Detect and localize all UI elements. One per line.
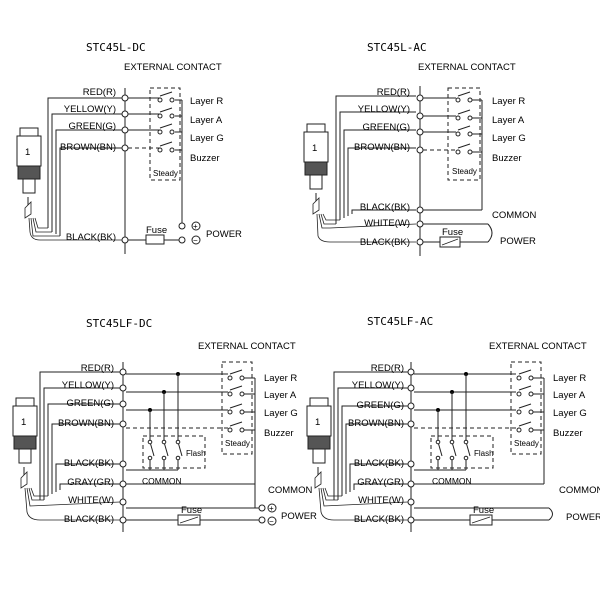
output-label-layer-a: Layer A (190, 115, 223, 126)
steady-label: Steady (153, 169, 178, 178)
output-label-layer-r: Layer R (264, 373, 297, 384)
common-label: COMMON (268, 485, 312, 496)
steady-label: Steady (452, 167, 477, 176)
wire-label-red: RED(R) (83, 87, 116, 98)
wire-label-brown: BROWN(BN) (348, 418, 404, 429)
steady-label: Steady (514, 439, 539, 448)
output-label-layer-a: Layer A (492, 115, 525, 126)
wire-label-green: GREEN(G) (357, 400, 405, 411)
wire-label-brown: BROWN(BN) (354, 142, 410, 153)
wire-label-yellow: YELLOW(Y) (358, 104, 410, 115)
output-label-layer-a: Layer A (553, 390, 586, 401)
fuse-label: Fuse (473, 505, 494, 516)
external-contact-label: EXTERNAL CONTACT (489, 341, 587, 352)
external-contact-label: EXTERNAL CONTACT (124, 62, 222, 73)
output-label-layer-g: Layer G (264, 408, 298, 419)
output-label-layer-g: Layer G (190, 133, 224, 144)
wire-label-yellow: YELLOW(Y) (62, 380, 114, 391)
output-label-layer-r: Layer R (492, 96, 525, 107)
diagram-stc45l-ac: STC45L-AC EXTERNAL CONTACT 1 RED(R) YELL… (303, 41, 536, 256)
external-contact-label: EXTERNAL CONTACT (418, 62, 516, 73)
signal-tower-unit: 1 (306, 397, 332, 489)
unit-number: 1 (21, 417, 26, 428)
power-label: POWER (281, 511, 317, 522)
plus-sign: + (193, 222, 198, 231)
wire-label-black: BLACK(BK) (354, 514, 404, 525)
output-label-layer-g: Layer G (553, 408, 587, 419)
wire-label-black-common: BLACK(BK) (354, 458, 404, 469)
diagram-title: STC45LF-AC (367, 315, 433, 328)
signal-tower-unit: 1 (16, 127, 42, 219)
output-label-buzzer: Buzzer (492, 153, 522, 164)
wire-label-red: RED(R) (371, 363, 404, 374)
wire-label-black: BLACK(BK) (66, 232, 116, 243)
wire-label-green: GREEN(G) (363, 122, 411, 133)
diagram-stc45lf-ac: STC45LF-AC EXTERNAL CONTACT 1 RED(R) YEL… (306, 315, 600, 532)
diagram-title: STC45L-DC (86, 41, 146, 54)
common-inner-label: COMMON (432, 476, 472, 486)
wire-label-black-common: BLACK(BK) (360, 202, 410, 213)
output-label-buzzer: Buzzer (553, 428, 583, 439)
wire-label-white: WHITE(W) (68, 495, 114, 506)
wire-label-green: GREEN(G) (67, 398, 115, 409)
power-label: POWER (566, 512, 600, 523)
common-label: COMMON (559, 485, 600, 496)
wire-label-yellow: YELLOW(Y) (64, 104, 116, 115)
output-label-layer-r: Layer R (190, 96, 223, 107)
diagram-stc45lf-dc: STC45LF-DC EXTERNAL CONTACT 1 RED(R) YEL… (12, 317, 317, 532)
minus-sign: − (269, 517, 274, 526)
output-label-buzzer: Buzzer (190, 153, 220, 164)
wire-label-yellow: YELLOW(Y) (352, 380, 404, 391)
wire-label-green: GREEN(G) (69, 121, 117, 132)
wire-label-white: WHITE(W) (364, 218, 410, 229)
plus-sign: + (269, 504, 274, 513)
minus-sign: − (193, 236, 198, 245)
unit-number: 1 (25, 147, 30, 158)
signal-tower-unit: 1 (12, 397, 38, 489)
fuse-label: Fuse (146, 225, 167, 236)
signal-tower-unit: 1 (303, 123, 329, 215)
output-label-layer-r: Layer R (553, 373, 586, 384)
power-label: POWER (206, 229, 242, 240)
wire-label-brown: BROWN(BN) (60, 142, 116, 153)
wire-label-red: RED(R) (377, 87, 410, 98)
wire-label-black-common: BLACK(BK) (64, 458, 114, 469)
external-contact-label: EXTERNAL CONTACT (198, 341, 296, 352)
diagram-title: STC45L-AC (367, 41, 427, 54)
output-label-buzzer: Buzzer (264, 428, 294, 439)
fuse-label: Fuse (442, 227, 463, 238)
common-label: COMMON (492, 210, 536, 221)
common-inner-label: COMMON (142, 476, 182, 486)
fuse-label: Fuse (181, 505, 202, 516)
unit-number: 1 (312, 143, 317, 154)
wire-label-black: BLACK(BK) (64, 514, 114, 525)
wire-label-gray: GRAY(GR) (67, 477, 114, 488)
unit-number: 1 (315, 417, 320, 428)
output-label-layer-a: Layer A (264, 390, 297, 401)
wire-label-white: WHITE(W) (358, 495, 404, 506)
wire-label-black: BLACK(BK) (360, 237, 410, 248)
steady-label: Steady (225, 439, 250, 448)
diagram-stc45l-dc: STC45L-DC EXTERNAL CONTACT 1 RED(R) YELL… (16, 41, 242, 254)
output-label-layer-g: Layer G (492, 133, 526, 144)
power-label: POWER (500, 236, 536, 247)
diagram-title: STC45LF-DC (86, 317, 152, 330)
flash-label: Flash (186, 449, 206, 458)
wire-label-gray: GRAY(GR) (357, 477, 404, 488)
wire-label-red: RED(R) (81, 363, 114, 374)
flash-label: Flash (474, 449, 494, 458)
wire-label-brown: BROWN(BN) (58, 418, 114, 429)
